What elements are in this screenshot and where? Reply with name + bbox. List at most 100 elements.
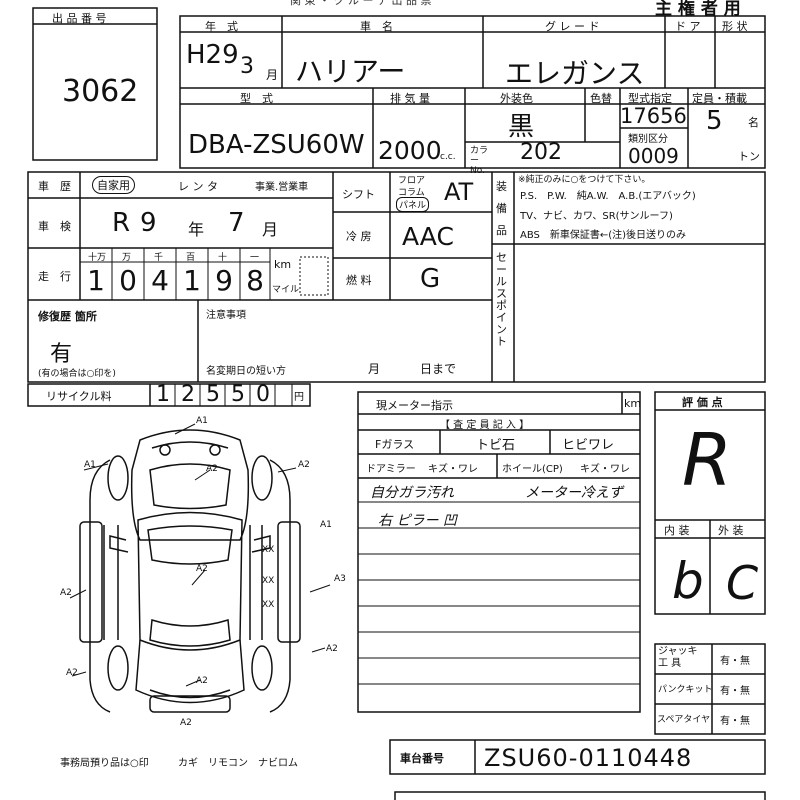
color-no-label: カラー No. (470, 146, 489, 176)
inspection-month: 7 (228, 208, 245, 238)
capacity-unit: 名 (748, 116, 759, 129)
equip-note: ※純正のみに○をつけて下さい。 (518, 175, 651, 185)
damage-mark: XX (262, 576, 275, 586)
spare-yesno: 有・無 (720, 716, 750, 727)
fglass-label: Fガラス (375, 438, 415, 451)
recycle-digit: 5 (206, 382, 220, 407)
grade-label: グ レ ー ド (545, 20, 600, 33)
damage-mark: XX (262, 545, 275, 555)
mileage-digit: 1 (183, 264, 201, 297)
disp-label: 排 気 量 (390, 92, 430, 105)
notice-label: 注意事項 (206, 310, 246, 321)
model-label: 型 式 (240, 92, 273, 105)
sheet-header: 関 東 ・ ク ル ー チ 出 品 票 (290, 0, 432, 7)
note-1: 自分ガラ汚れ (370, 485, 454, 501)
equip-line2: TV、ナビ、カワ、SR(サンルーフ) (520, 211, 673, 222)
shift-opt-panel: パネル (396, 197, 430, 212)
color-no-value: 202 (520, 140, 562, 165)
notice-day: 日まで (420, 362, 457, 376)
damage-mark: A2 (196, 564, 208, 574)
mileage-digit: 8 (246, 264, 264, 297)
inspection-year-unit: 年 (188, 220, 205, 239)
office-items: カギ リモコン ナビロム (178, 758, 298, 769)
grade-value: エレガンス (505, 57, 645, 90)
repair-value: 有 (50, 342, 73, 367)
score-label: 評 価 点 (682, 396, 723, 409)
capacity-value: 5 (706, 106, 723, 136)
cc-unit: c.c. (440, 152, 456, 162)
mirror-value: キズ・ワレ (428, 464, 478, 475)
door-label: ド ア (675, 20, 701, 33)
equip-line1: P.S. P.W. 純A.W. A.B.(エアバック) (520, 191, 696, 202)
inspection-month-unit: 月 (262, 220, 279, 239)
history-business: 事業.営業車 (255, 182, 309, 193)
unit-1k: 千 (154, 253, 164, 263)
mileage-digit: 4 (151, 264, 169, 297)
damage-mark: A2 (298, 460, 310, 470)
damage-mark: A2 (196, 676, 208, 686)
capacity-label: 定員・積載 (692, 92, 747, 105)
class-value: 0009 (628, 144, 679, 168)
inspection-label: 車 検 (38, 220, 71, 233)
shift-opt-column: コラム (398, 188, 425, 198)
meter-km: km (624, 397, 642, 410)
jack-label: ジャッキ 工 具 (658, 646, 698, 669)
ac-label: 冷 房 (346, 230, 372, 243)
notice-month: 月 (368, 362, 381, 376)
ton-unit: トン (738, 150, 760, 163)
mileage-digit: 0 (119, 264, 137, 297)
recycle-digit: 5 (231, 382, 245, 407)
damage-mark: A2 (66, 668, 78, 678)
jack-yesno: 有・無 (720, 656, 750, 667)
damage-arrows (69, 423, 331, 687)
meter-label: 現メーター指示 (376, 399, 453, 412)
wheel-label: ホイール(CP) (502, 464, 563, 475)
history-own: 自家用 (92, 176, 135, 194)
exterior-score: C (726, 556, 759, 610)
puncture-yesno: 有・無 (720, 686, 750, 697)
wheel-value: キズ・ワレ (580, 464, 630, 475)
month-value: 3 (240, 54, 254, 79)
fuel-value: G (420, 264, 441, 294)
shape-label: 形 状 (722, 20, 748, 33)
recycle-digit: 1 (156, 382, 170, 407)
history-label: 車 歴 (38, 180, 71, 193)
score-value: R (682, 418, 733, 502)
mileage-digit: 9 (215, 264, 233, 297)
puncture-label: パンクキット (658, 685, 713, 695)
recycle-unit: 円 (294, 392, 304, 403)
damage-mark: A2 (60, 588, 72, 598)
year-value: H29 (186, 40, 239, 70)
disp-value: 2000 (378, 136, 442, 165)
mirror-label: ドアミラー (366, 464, 416, 475)
history-rental: レ ン タ (178, 180, 218, 193)
car-diagram (79, 429, 301, 713)
damage-mark: A2 (206, 464, 218, 474)
office-label: 事務局預り品は○印 (60, 758, 149, 769)
lot-number: 3062 (62, 74, 139, 109)
fglass-chip: トビ石 (476, 438, 516, 453)
shift-label: シフト (342, 188, 375, 201)
month-unit: 月 (266, 68, 279, 82)
color-value: 黒 (508, 112, 535, 142)
interior-score: b (672, 552, 704, 610)
notice-shortest: 名変期日の短い方 (206, 366, 286, 377)
damage-mark: XX (262, 600, 275, 610)
mile-unit: マイル (272, 285, 300, 295)
unit-10k: 万 (122, 253, 132, 263)
unit-1: 一 (250, 253, 260, 263)
ac-value: AAC (402, 222, 454, 251)
repair-note: (有の場合は○印を) (38, 369, 116, 379)
fuel-label: 燃 料 (346, 274, 372, 287)
unit-100: 百 (186, 253, 196, 263)
damage-mark: A2 (326, 644, 338, 654)
note-2: 右 ピラー 凹 (378, 513, 457, 529)
sales-point: セールスポイント (496, 251, 507, 348)
inspection-year: 9 (140, 208, 157, 238)
damage-mark: A3 (334, 574, 346, 584)
damage-mark: A1 (84, 460, 96, 470)
repair-label: 修復歴 箇所 (38, 310, 97, 323)
damage-mark: A1 (196, 416, 208, 426)
class-label: 類別区分 (628, 134, 668, 145)
